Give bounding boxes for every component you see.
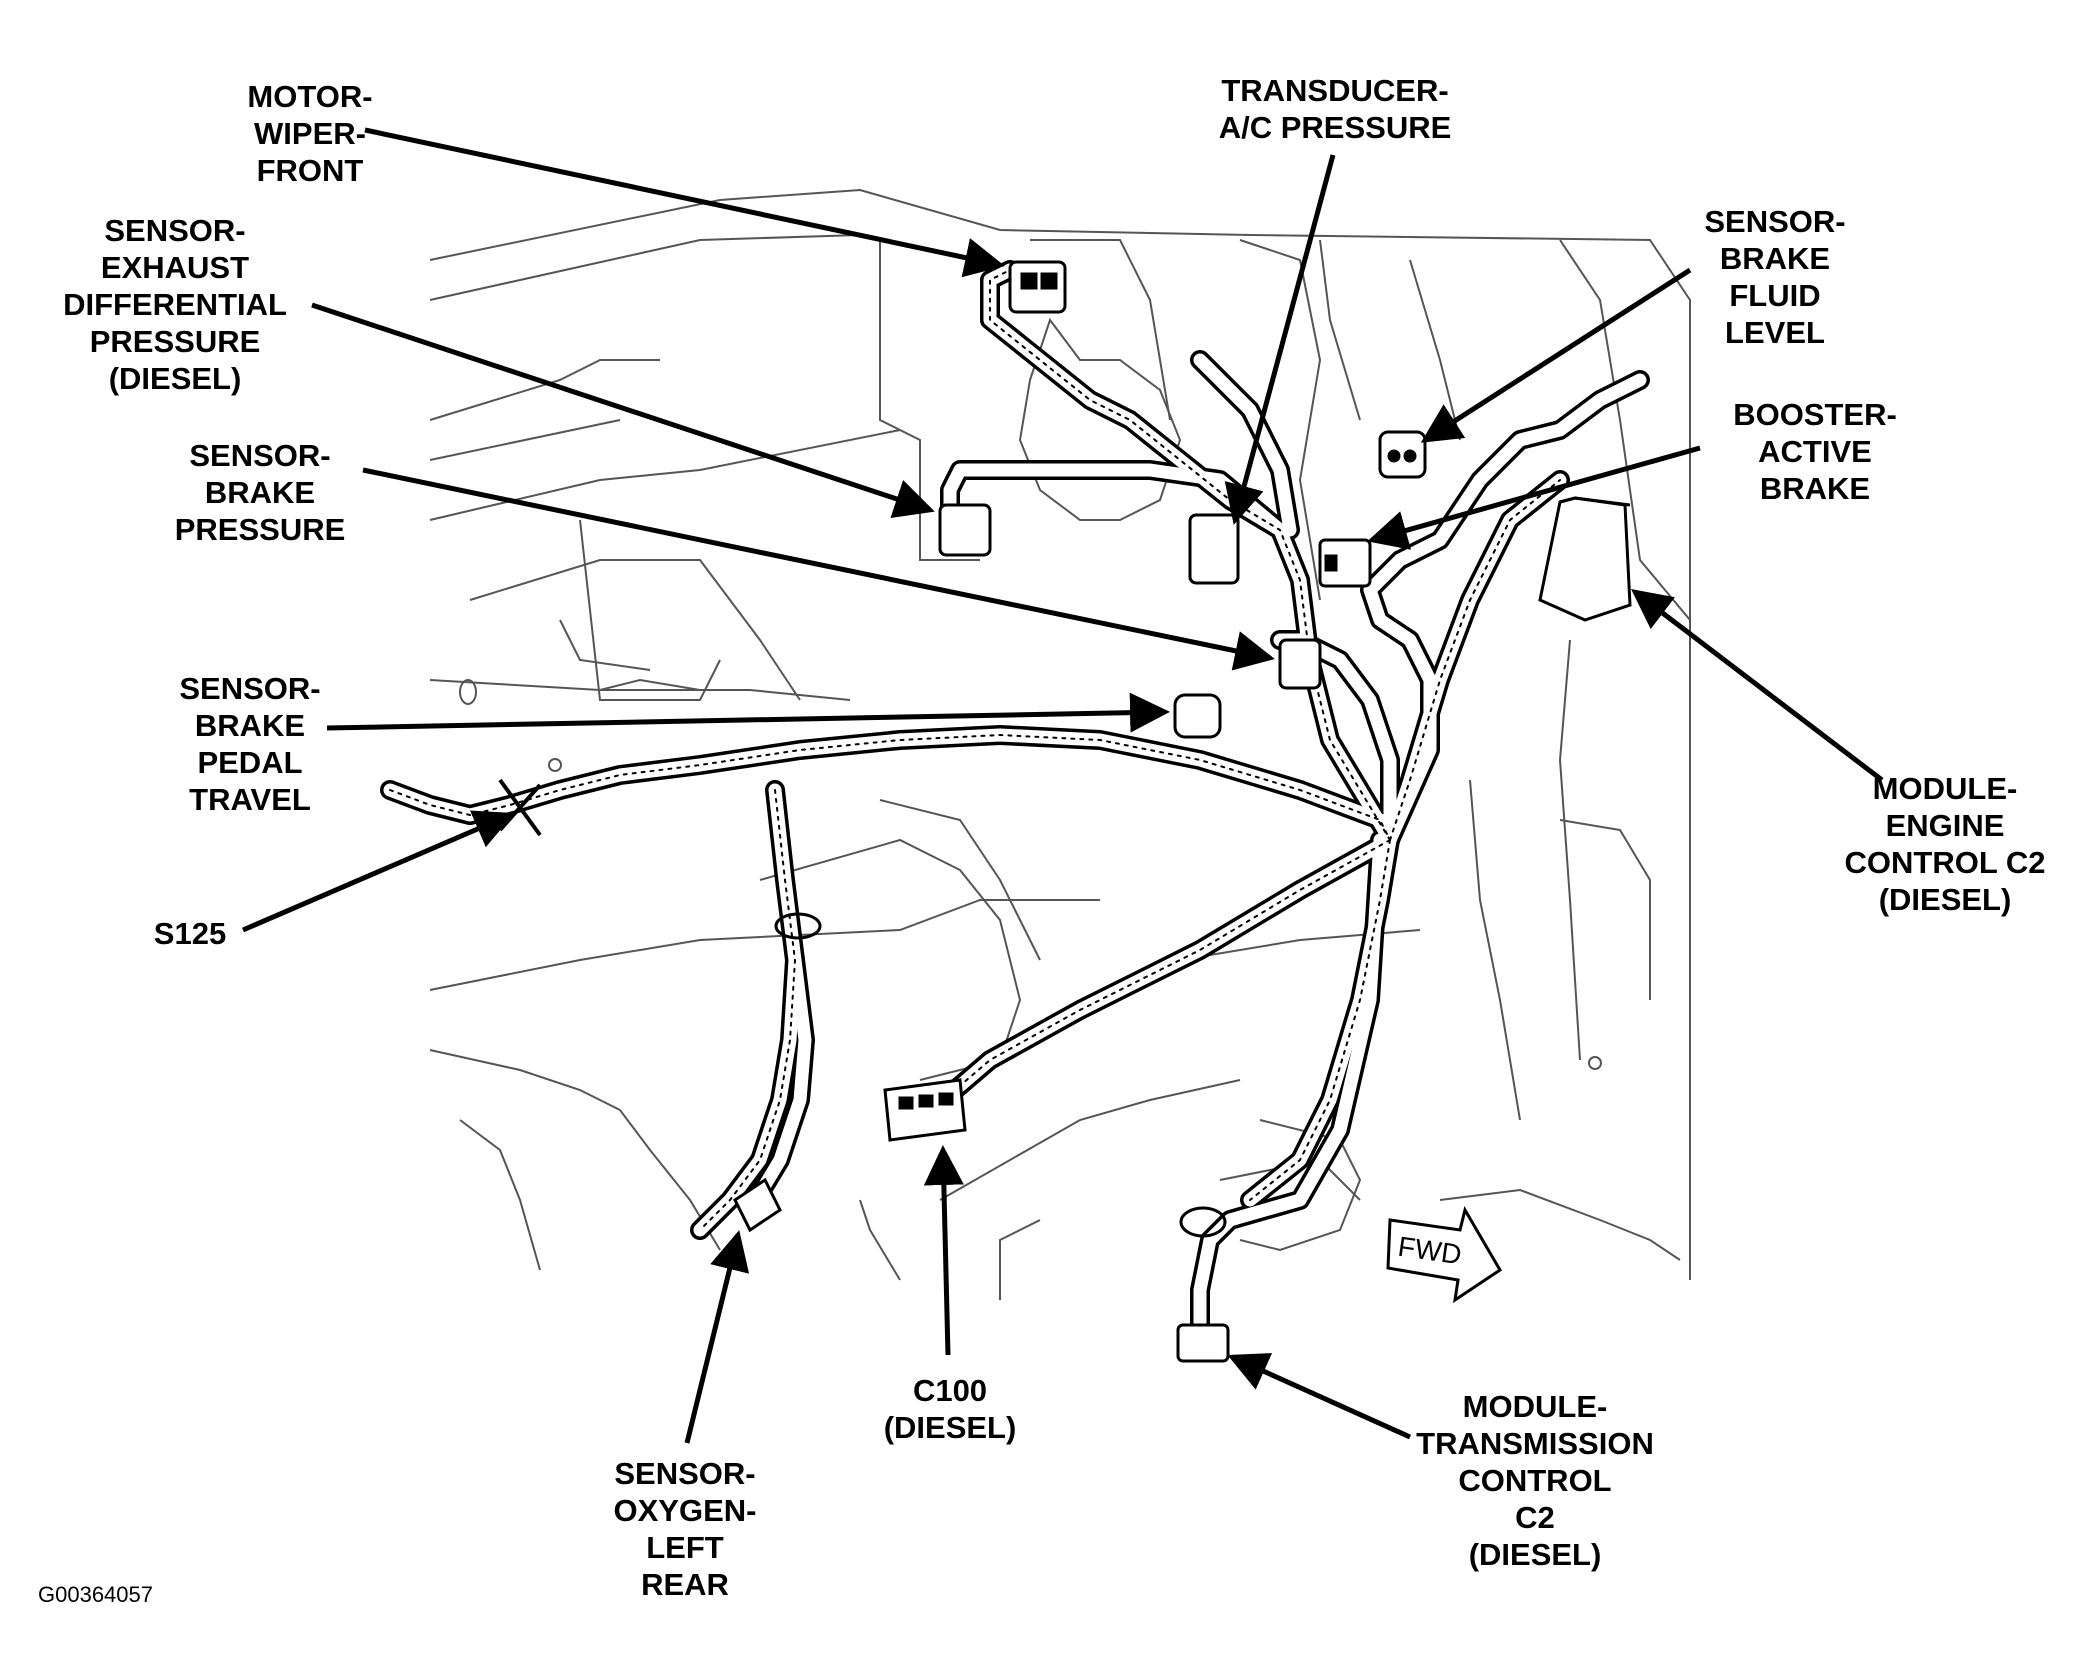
grommet bbox=[1179, 1206, 1227, 1238]
leader-sensor-brake-pressure bbox=[362, 467, 1275, 671]
connectors bbox=[733, 260, 1632, 1363]
leader-sensor-exhaust-diff-pressure bbox=[311, 302, 935, 518]
leader-motor-wiper-front bbox=[364, 127, 1005, 278]
leader-sensor-brake-fluid-level bbox=[1420, 267, 1692, 443]
label-sensor-brake-pressure: SENSOR- BRAKE PRESSURE bbox=[174, 438, 346, 547]
wiper-motor-connector bbox=[1008, 260, 1067, 314]
label-booster-active-brake: BOOSTER- ACTIVE BRAKE bbox=[1733, 397, 1897, 506]
label-sensor-brake-fluid-level: SENSOR- BRAKE FLUID LEVEL bbox=[1704, 204, 1846, 350]
oxygen-sensor-connector bbox=[733, 1177, 782, 1233]
label-motor-wiper-front: MOTOR- WIPER- FRONT bbox=[247, 79, 373, 188]
leader-module-engine-control-c2 bbox=[1631, 588, 1884, 782]
label-module-engine-control-c2: MODULE- ENGINE CONTROL C2 (DIESEL) bbox=[1844, 771, 2046, 917]
harness-clip bbox=[774, 912, 822, 940]
forward-direction-arrow: FWD bbox=[1386, 1206, 1503, 1304]
vehicle-body-structure bbox=[429, 188, 1691, 1300]
leader-s125 bbox=[242, 810, 515, 933]
label-sensor-brake-pedal-travel: SENSOR- BRAKE PEDAL TRAVEL bbox=[179, 671, 321, 817]
ecm-c2-connector-box bbox=[1538, 496, 1632, 622]
leader-transducer-ac-pressure bbox=[1224, 154, 1336, 525]
leader-sensor-brake-pedal-travel bbox=[326, 692, 1170, 733]
tcm-c2-connector bbox=[1176, 1323, 1230, 1363]
leader-sensor-oxygen-left-rear bbox=[684, 1230, 750, 1444]
label-c100: C100 (DIESEL) bbox=[883, 1373, 1017, 1445]
wiring-harness bbox=[380, 260, 1650, 1340]
label-s125: S125 bbox=[153, 916, 227, 951]
active-brake-booster-connector bbox=[1318, 538, 1372, 588]
exhaust-pressure-sensor-connector bbox=[938, 503, 992, 557]
label-sensor-oxygen-left-rear: SENSOR- OXYGEN- LEFT REAR bbox=[613, 1456, 757, 1602]
label-module-transmission-control-c2: MODULE- TRANSMISSION CONTROL C2 (DIESEL) bbox=[1416, 1389, 1654, 1572]
label-transducer-ac-pressure: TRANSDUCER- A/C PRESSURE bbox=[1218, 73, 1452, 145]
label-sensor-exhaust-diff-pressure: SENSOR- EXHAUST DIFFERENTIAL PRESSURE (D… bbox=[63, 213, 287, 396]
brake-pedal-travel-connector bbox=[1173, 693, 1222, 739]
figure-id: G00364057 bbox=[38, 1582, 153, 1607]
brake-pressure-sensor-connector bbox=[1278, 638, 1322, 690]
leader-lines bbox=[242, 127, 1884, 1444]
brake-fluid-level-connector bbox=[1378, 430, 1427, 479]
c100-connector bbox=[883, 1078, 967, 1142]
leader-c100 bbox=[923, 1145, 964, 1356]
ac-pressure-transducer-connector bbox=[1188, 513, 1240, 585]
leader-booster-active-brake bbox=[1367, 445, 1701, 550]
leader-module-transmission-control-c2 bbox=[1227, 1353, 1412, 1440]
